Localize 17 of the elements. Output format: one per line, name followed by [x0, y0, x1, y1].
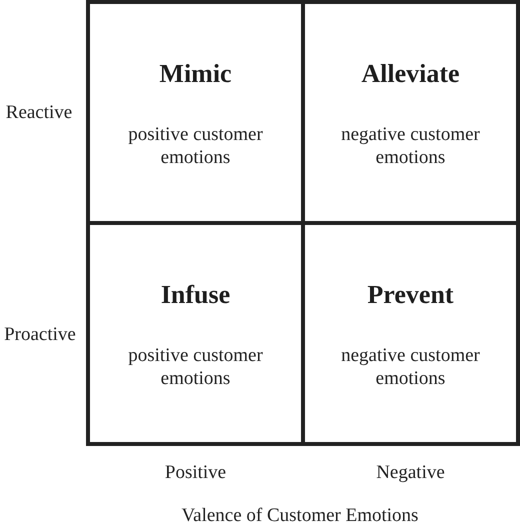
quadrant-box [305, 225, 516, 442]
quadrant-box [90, 225, 301, 442]
row-label: Proactive [3, 324, 77, 346]
quadrant-heading: Alleviate [361, 59, 460, 89]
quadrant-description: negative customer emotions [340, 344, 481, 390]
column-label: Negative [375, 462, 446, 484]
row-label: Reactive [4, 102, 74, 124]
quadrant-heading: Prevent [367, 280, 454, 310]
quadrant-description: negative customer emotions [340, 123, 481, 169]
quadrant-description: positive customer emotions [127, 344, 264, 390]
column-label: Positive [164, 462, 228, 484]
quadrant-heading: Mimic [159, 59, 232, 89]
quadrant-heading: Infuse [160, 280, 230, 310]
quadrant-description: positive customer emotions [127, 123, 264, 169]
quadrant-box [90, 4, 301, 221]
axis-title: Valence of Customer Emotions [180, 505, 420, 524]
quadrant-box [305, 4, 516, 221]
